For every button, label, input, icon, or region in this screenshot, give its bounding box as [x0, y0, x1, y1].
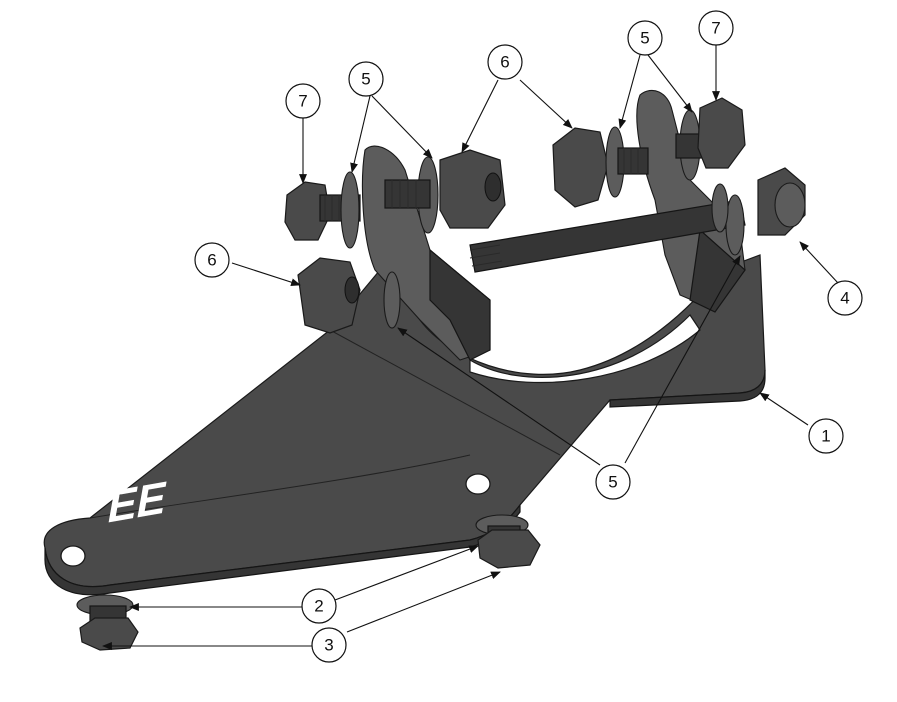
callout-3: 3: [311, 627, 347, 663]
hardware-left-upper: [284, 149, 506, 249]
hardware-bottom-left: [76, 594, 139, 651]
callout-2: 2: [301, 588, 337, 624]
hardware-right-upper: [552, 97, 746, 256]
svg-text:EE: EE: [104, 471, 171, 533]
callout-5-bottom: 5: [595, 464, 631, 500]
bracket-plate: EE: [43, 254, 766, 596]
logo: EE: [104, 471, 171, 533]
svg-text:5: 5: [361, 70, 370, 89]
svg-text:6: 6: [207, 251, 216, 270]
clamp-plate-right: [636, 90, 746, 313]
callout-1: 1: [808, 418, 844, 454]
svg-text:1: 1: [821, 427, 830, 446]
callout-7-left: 7: [285, 83, 321, 119]
callout-5-right-top: 5: [627, 20, 663, 56]
svg-text:6: 6: [500, 53, 509, 72]
svg-text:4: 4: [840, 289, 849, 308]
svg-text:7: 7: [298, 92, 307, 111]
hardware-bottom-right: [475, 514, 541, 569]
svg-text:5: 5: [640, 29, 649, 48]
callout-4: 4: [827, 280, 863, 316]
callout-6-left: 6: [194, 242, 230, 278]
svg-text:2: 2: [314, 597, 323, 616]
svg-text:7: 7: [711, 19, 720, 38]
callout-6-top: 6: [487, 44, 523, 80]
svg-text:3: 3: [324, 636, 333, 655]
nut-left-lower: [297, 257, 401, 334]
leader-lines: [102, 45, 839, 650]
callout-5-left-top: 5: [348, 61, 384, 97]
long-bolt: [469, 167, 806, 273]
callout-7-right: 7: [698, 10, 734, 46]
svg-text:5: 5: [608, 473, 617, 492]
